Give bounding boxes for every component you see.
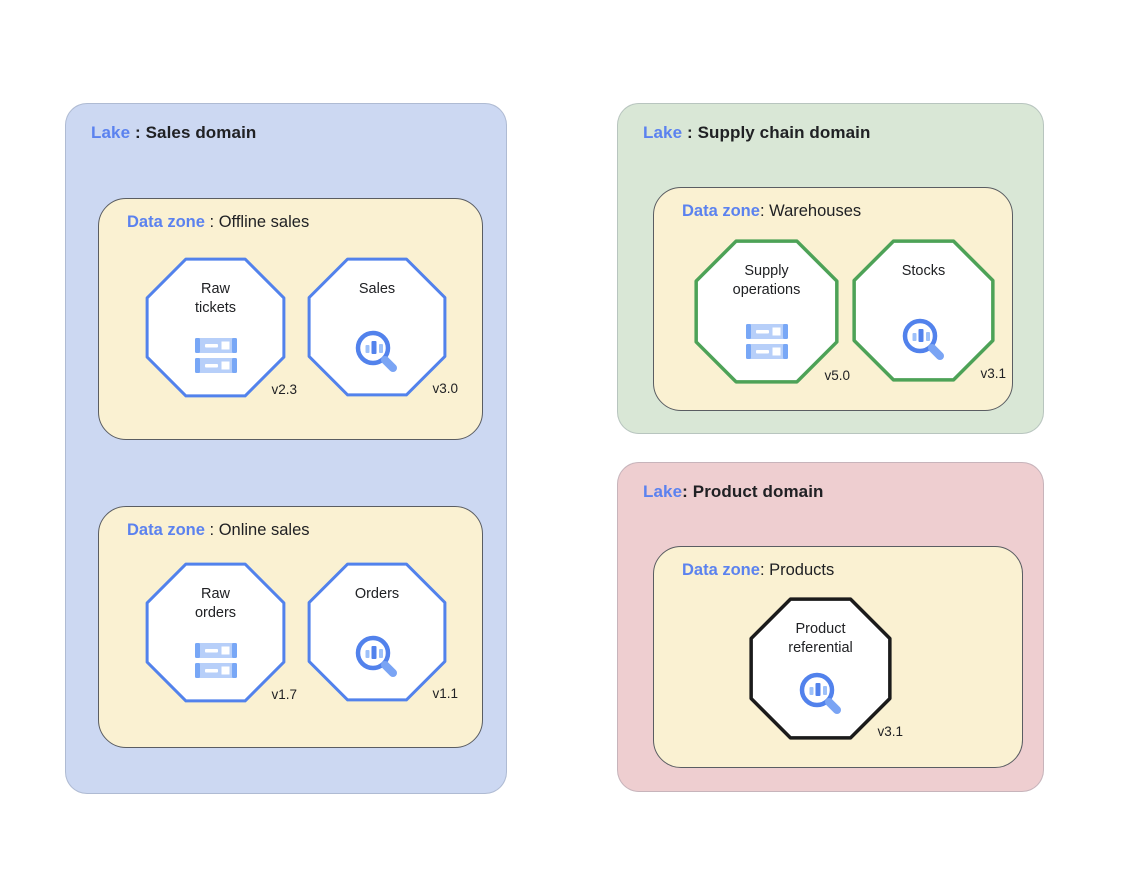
lake-name: Sales domain bbox=[145, 123, 257, 142]
asset-label: Raw orders bbox=[194, 586, 237, 621]
lake-product-domain: Lake: Product domain Data zone: Products… bbox=[617, 462, 1044, 792]
octagon-shape-icon bbox=[145, 562, 286, 703]
zone-offline-sales: Data zone : Offline sales Raw tickets v2… bbox=[98, 198, 483, 440]
data-zone-label: Data zone bbox=[127, 521, 205, 539]
asset-octagon-sales: Sales v3.0 bbox=[307, 257, 458, 397]
lake-supply-chain-domain: Lake : Supply chain domain Data zone: Wa… bbox=[617, 103, 1044, 434]
zone-name: Online sales bbox=[218, 521, 310, 539]
lake-label: Lake bbox=[91, 123, 131, 142]
octagon-shape-icon bbox=[307, 562, 447, 702]
zone-name: Offline sales bbox=[218, 213, 310, 231]
search-analytics-icon bbox=[799, 672, 841, 714]
asset-version: v3.1 bbox=[877, 724, 903, 739]
lake-label: Lake bbox=[643, 123, 683, 142]
search-analytics-icon bbox=[355, 635, 397, 677]
octagon-shape-icon bbox=[145, 257, 286, 398]
title-separator: : bbox=[682, 123, 698, 142]
data-zone-label: Data zone bbox=[682, 561, 760, 579]
asset-version: v2.3 bbox=[271, 382, 297, 397]
asset-version: v5.0 bbox=[824, 368, 850, 383]
asset-octagon-stocks: Stocks v3.1 bbox=[852, 239, 1006, 382]
asset-label: Supply operations bbox=[732, 263, 801, 298]
storage-icon bbox=[194, 643, 237, 678]
lake-title: Lake: Product domain bbox=[643, 482, 824, 502]
octagon-shape-icon bbox=[852, 239, 995, 382]
title-separator: : bbox=[204, 521, 219, 539]
asset-version: v1.1 bbox=[432, 686, 458, 701]
zone-title: Data zone: Products bbox=[682, 561, 834, 580]
asset-label: Stocks bbox=[901, 263, 946, 279]
search-analytics-icon bbox=[902, 318, 944, 360]
zone-name: Products bbox=[769, 561, 835, 579]
asset-octagon-raw-tickets: Raw tickets v2.3 bbox=[145, 257, 297, 398]
data-zone-label: Data zone bbox=[682, 202, 760, 220]
asset-octagon-orders: Orders v1.1 bbox=[307, 562, 458, 702]
lake-name: Supply chain domain bbox=[697, 123, 871, 142]
title-separator: : bbox=[130, 123, 146, 142]
lake-title: Lake : Supply chain domain bbox=[643, 123, 870, 143]
title-separator: : bbox=[204, 213, 219, 231]
title-separator: : bbox=[759, 202, 770, 220]
storage-icon bbox=[745, 324, 788, 359]
asset-version: v1.7 bbox=[271, 687, 297, 702]
zone-title: Data zone: Warehouses bbox=[682, 202, 861, 221]
title-separator: : bbox=[682, 482, 693, 501]
lake-title: Lake : Sales domain bbox=[91, 123, 256, 143]
octagon-shape-icon bbox=[749, 597, 892, 740]
asset-label: Raw tickets bbox=[194, 281, 237, 316]
zone-products: Data zone: Products Product referential … bbox=[653, 546, 1023, 768]
zone-title: Data zone : Offline sales bbox=[127, 213, 309, 232]
asset-octagon-raw-orders: Raw orders v1.7 bbox=[145, 562, 297, 703]
data-zone-label: Data zone bbox=[127, 213, 205, 231]
zone-name: Warehouses bbox=[769, 202, 862, 220]
asset-version: v3.0 bbox=[432, 381, 458, 396]
zone-warehouses: Data zone: Warehouses Supply operations … bbox=[653, 187, 1013, 411]
asset-octagon-supply-operations: Supply operations v5.0 bbox=[694, 239, 850, 384]
zone-online-sales: Data zone : Online sales Raw orders v1.7 bbox=[98, 506, 483, 748]
storage-icon bbox=[194, 338, 237, 373]
title-separator: : bbox=[759, 561, 770, 579]
search-analytics-icon bbox=[355, 330, 397, 372]
octagon-shape-icon bbox=[307, 257, 447, 397]
lake-label: Lake bbox=[643, 482, 683, 501]
asset-label: Orders bbox=[354, 586, 400, 602]
asset-label: Product referential bbox=[788, 621, 853, 656]
octagon-shape-icon bbox=[694, 239, 839, 384]
asset-octagon-product-referential: Product referential v3.1 bbox=[749, 597, 903, 740]
asset-label: Sales bbox=[358, 281, 396, 297]
lake-sales-domain: Lake : Sales domain Data zone : Offline … bbox=[65, 103, 507, 794]
asset-version: v3.1 bbox=[980, 366, 1006, 381]
lake-name: Product domain bbox=[692, 482, 824, 501]
zone-title: Data zone : Online sales bbox=[127, 521, 310, 540]
